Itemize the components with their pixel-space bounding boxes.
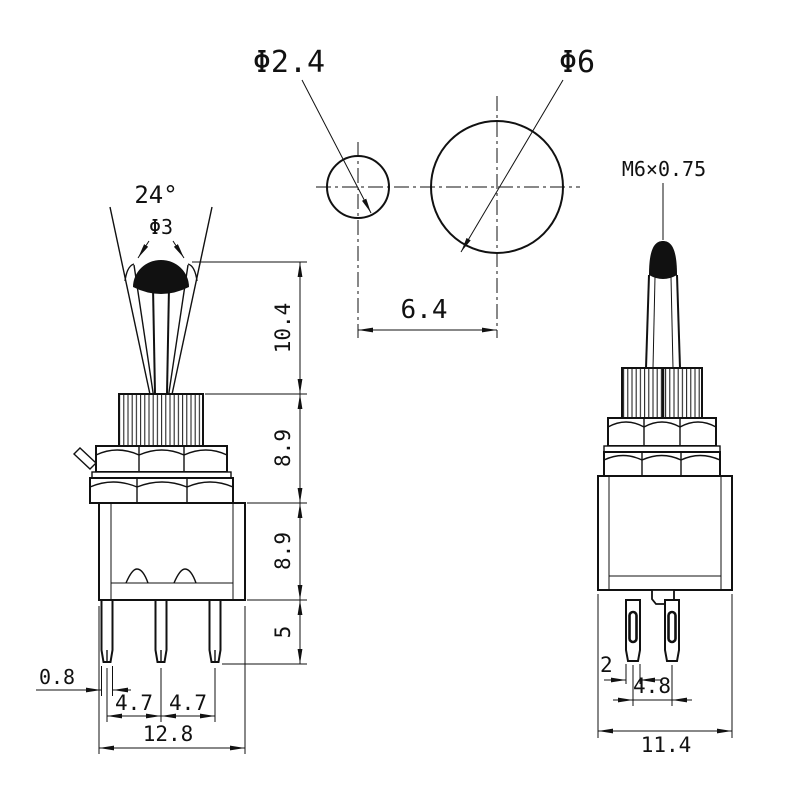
terminal-pin — [154, 599, 168, 663]
dim-pin-thickness: 0.8 — [36, 665, 131, 696]
dim-pin-pitch: 4.7 4.7 — [106, 668, 216, 722]
lever-diameter-label: Φ3 — [149, 215, 173, 239]
dim-pin-width-label: 2 — [600, 653, 613, 677]
dim-pin-pitch-left-label: 4.7 — [115, 691, 153, 715]
dim-stem-height-label: 8.9 — [271, 429, 295, 467]
dim-overall-depth: 11.4 — [597, 594, 733, 757]
mounting-hole-small — [326, 155, 390, 219]
thread-spec-label: M6×0.75 — [622, 157, 706, 181]
dim-hole-spacing-label: 6.4 — [401, 295, 448, 325]
hex-nuts-front — [72, 445, 234, 504]
dim-body-height-label: 8.9 — [271, 532, 295, 570]
terminal-pin — [625, 599, 641, 662]
switch-body-side — [597, 475, 733, 605]
mounting-holes-view: Φ2.4 Φ6 6.4 — [253, 45, 595, 338]
lever-tip-front — [133, 260, 189, 294]
dim-pin-pitch-right-label: 4.7 — [169, 691, 207, 715]
dim-pin-pitch-side-label: 4.8 — [633, 674, 671, 698]
terminal-pin — [208, 599, 222, 663]
dim-overall-width: 12.8 — [98, 606, 246, 754]
dim-lever-angle: 24° Φ3 — [134, 181, 185, 259]
front-view: 24° Φ3 10.4 8.9 8.9 5 0.8 — [36, 181, 307, 754]
terminal-pins-front — [100, 599, 222, 663]
dim-pin-width: 2 — [600, 653, 662, 684]
angle-dim-label: 24° — [134, 181, 177, 209]
terminal-slot — [628, 610, 638, 644]
dim-overall-depth-label: 11.4 — [641, 733, 692, 757]
dim-lever-height-label: 10.4 — [271, 303, 295, 354]
dim-pin-thickness-label: 0.8 — [39, 665, 75, 689]
terminal-pins-side — [625, 599, 680, 662]
threaded-bushing-side — [621, 367, 703, 419]
side-view: M6×0.75 — [597, 157, 733, 757]
terminal-slot — [667, 610, 677, 644]
terminal-pin — [664, 599, 680, 662]
lever-tip-side — [649, 241, 677, 279]
hex-nuts-side — [603, 417, 721, 477]
large-hole-label: Φ6 — [559, 45, 595, 80]
dim-overall-width-label: 12.8 — [143, 722, 194, 746]
toggle-lever-side — [645, 241, 681, 369]
terminal-pin — [100, 599, 114, 663]
dim-height-stack: 10.4 8.9 8.9 5 — [192, 261, 307, 665]
mounting-hole-large — [430, 120, 564, 254]
lock-washer-tab — [72, 447, 98, 470]
dim-hole-spacing: 6.4 — [358, 295, 497, 333]
switch-body-front — [98, 502, 246, 601]
small-hole-label: Φ2.4 — [253, 45, 325, 80]
dim-pin-pitch-side: 4.8 — [613, 665, 692, 706]
threaded-bushing-front — [118, 393, 204, 447]
dim-pin-length-label: 5 — [271, 626, 295, 639]
